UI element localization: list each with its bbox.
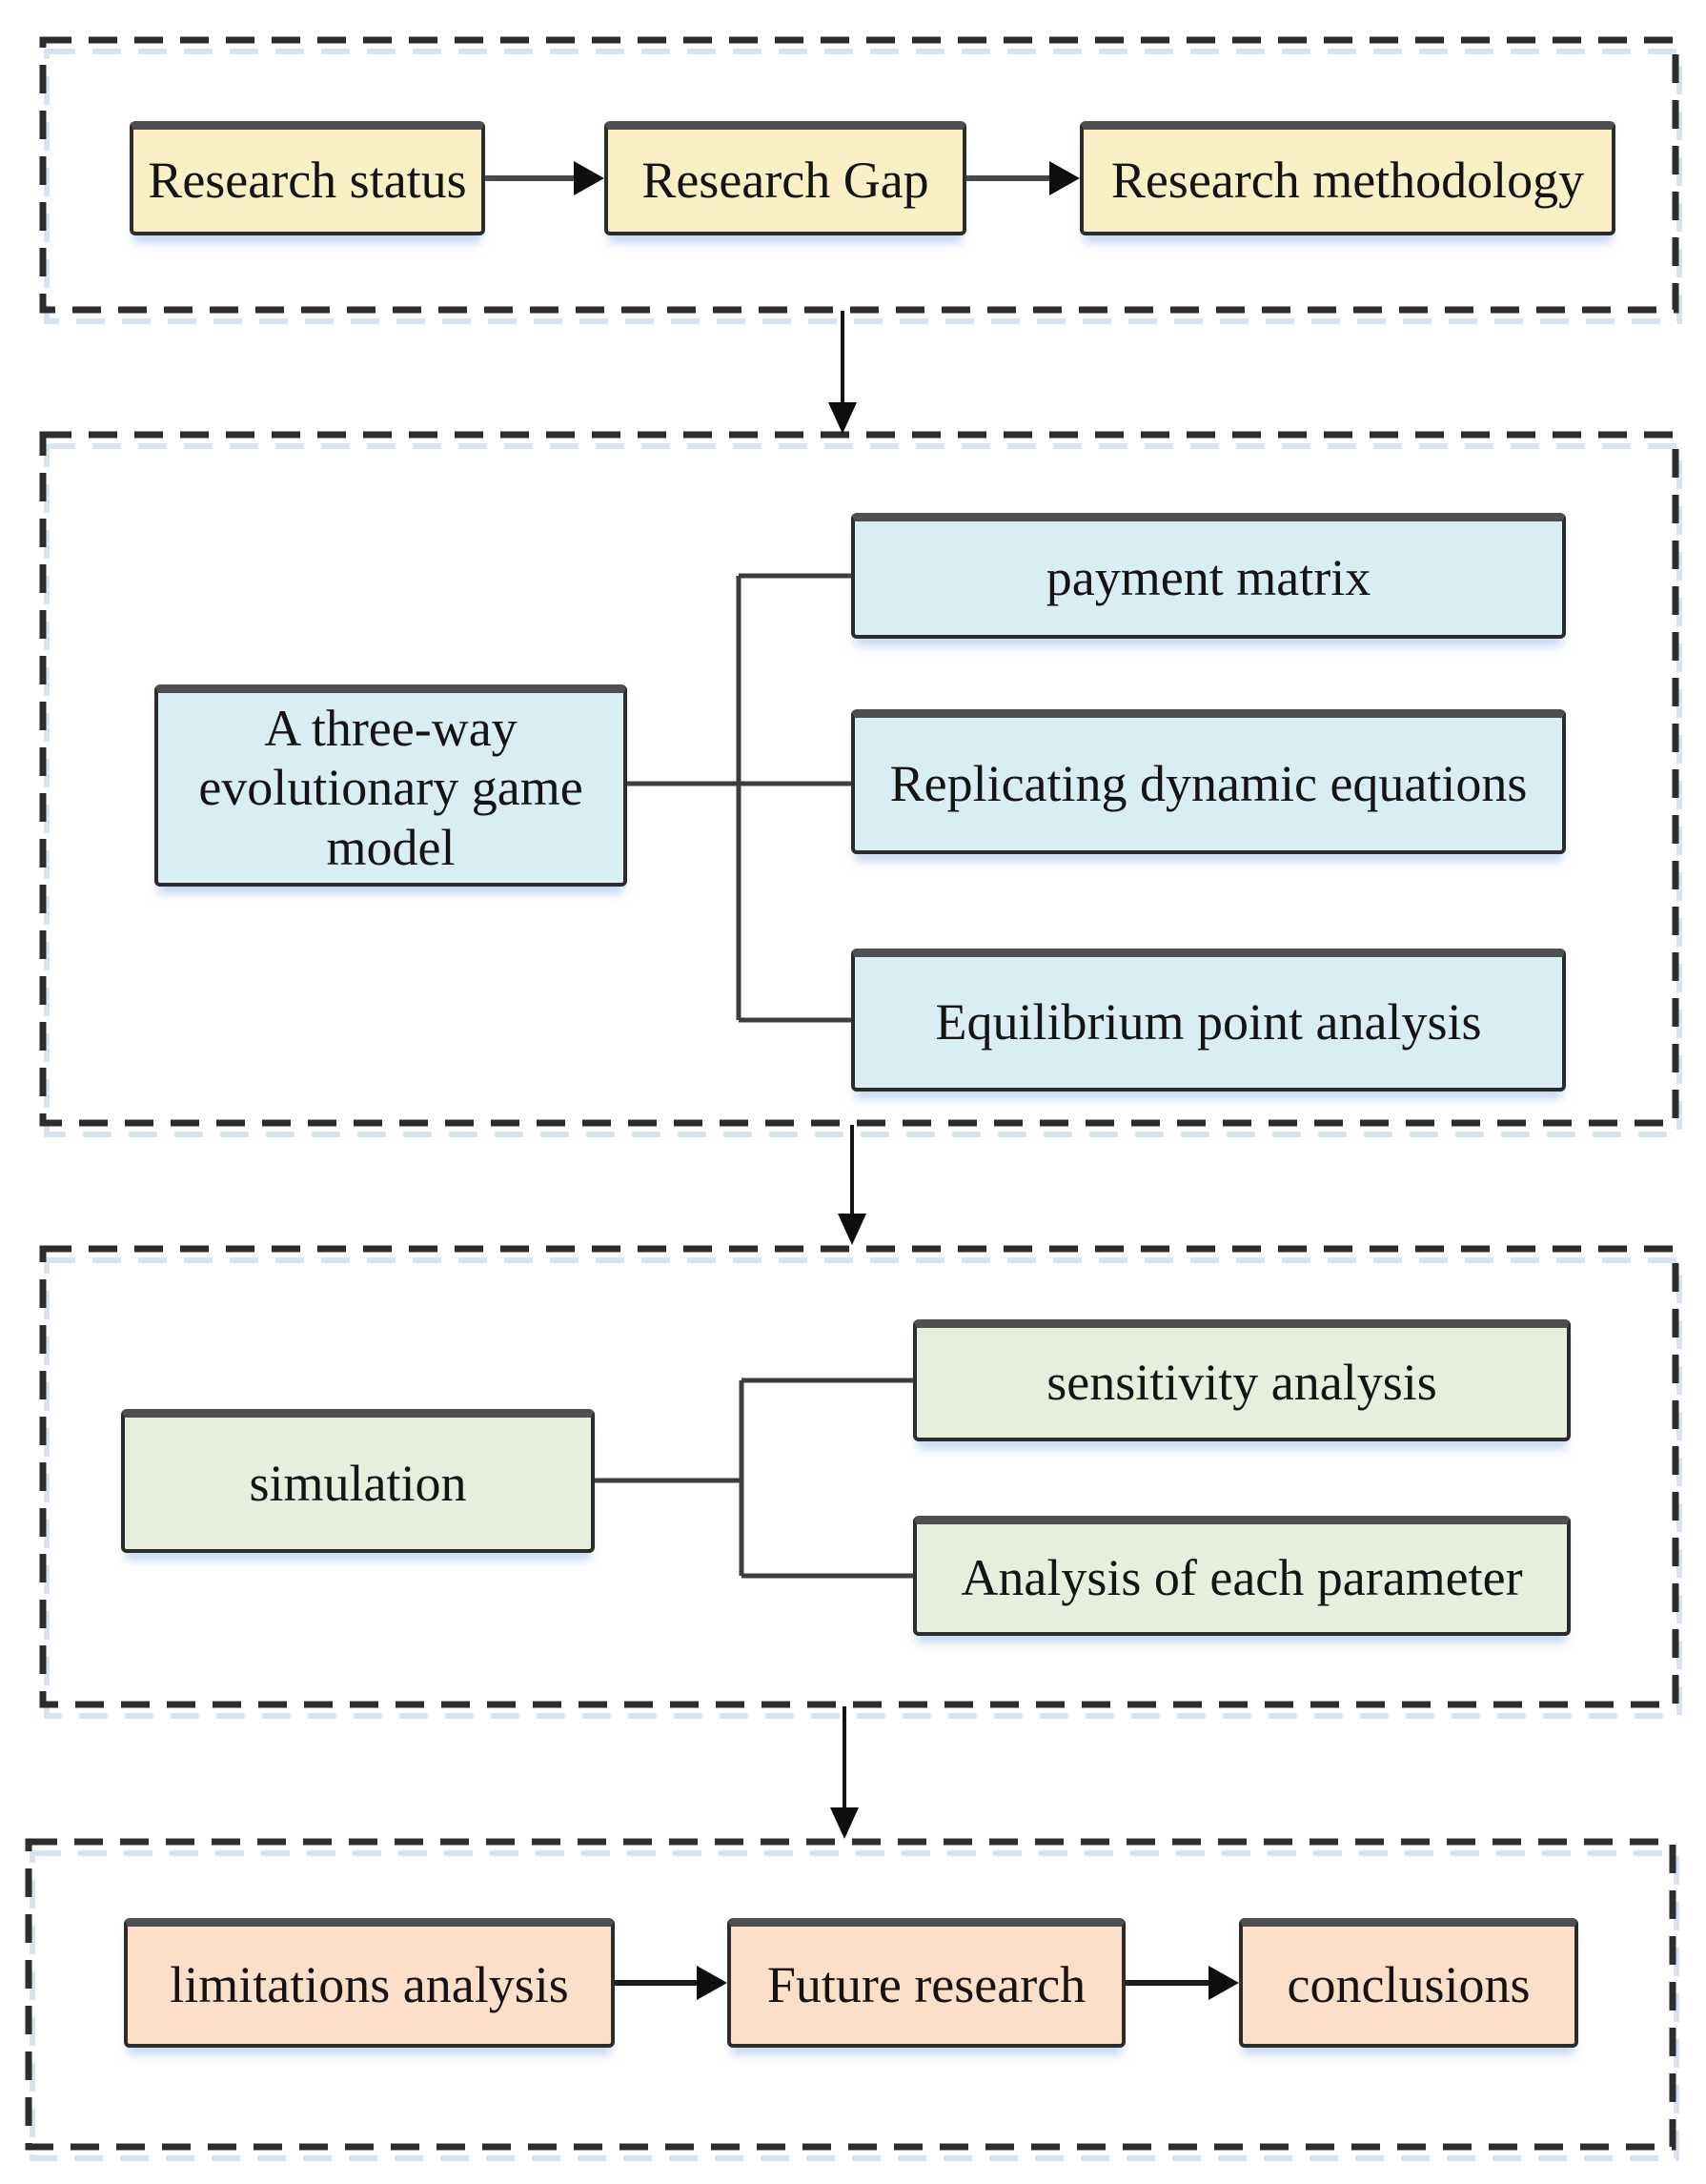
arrowhead-stage1-to-stage2 <box>828 402 857 434</box>
box-three-way-model-line2: evolutionary game <box>198 759 583 817</box>
arrowhead-status-to-gap <box>574 161 604 195</box>
box-limitations-analysis: limitations analysis <box>124 1918 615 2048</box>
section-border-3 <box>39 1245 1679 1708</box>
arrowhead-stage2-to-stage3 <box>838 1214 866 1245</box>
section-border-4 <box>25 1838 1676 2151</box>
section-shadow-4 <box>30 1850 1679 2161</box>
section-shadow-2 <box>44 443 1682 1137</box>
box-research-methodology: Research methodology <box>1080 121 1615 235</box>
box-research-status: Research status <box>130 121 485 235</box>
box-three-way-model: A three-way evolutionary game model <box>154 684 627 887</box>
box-simulation: simulation <box>121 1409 595 1553</box>
box-three-way-model-text: A three-way evolutionary game model <box>198 699 582 876</box>
box-sensitivity-analysis: sensitivity analysis <box>913 1319 1571 1441</box>
box-research-gap: Research Gap <box>604 121 966 235</box>
arrowhead-limitations-to-future <box>697 1966 727 2000</box>
box-three-way-model-line3: model <box>326 818 456 876</box>
box-future-research: Future research <box>727 1918 1126 2048</box>
section-shadow-3 <box>44 1257 1682 1719</box>
section-borders <box>25 36 1679 2151</box>
section-border-2 <box>39 431 1679 1127</box>
box-replicating-equations: Replicating dynamic equations <box>851 709 1566 854</box>
section-shadow-1 <box>44 49 1682 324</box>
box-parameter-analysis: Analysis of each parameter <box>913 1516 1571 1636</box>
section-border-1 <box>39 36 1679 314</box>
connector-tree-simulation <box>595 1378 913 1579</box>
section-shadow-borders <box>30 49 1682 2161</box>
box-payment-matrix: payment matrix <box>851 513 1566 639</box>
box-three-way-model-line1: A three-way <box>264 700 518 758</box>
arrowhead-future-to-conclusions <box>1208 1966 1239 2000</box>
arrowhead-gap-to-methodology <box>1049 161 1080 195</box>
connector-tree-model <box>627 573 851 1023</box>
arrowhead-stage3-to-stage4 <box>830 1807 859 1839</box>
box-equilibrium-analysis: Equilibrium point analysis <box>851 949 1566 1092</box>
box-conclusions: conclusions <box>1239 1918 1578 2048</box>
